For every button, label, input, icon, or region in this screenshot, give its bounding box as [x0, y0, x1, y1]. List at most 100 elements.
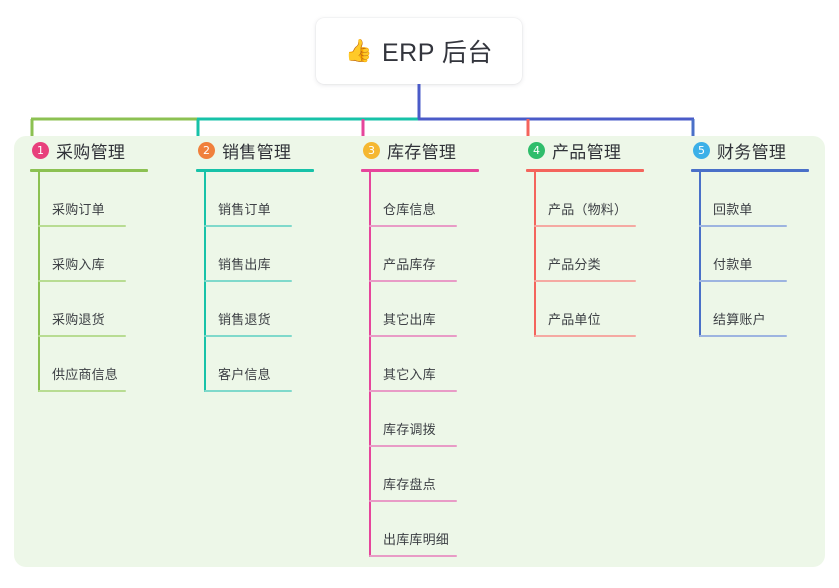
thumbs-up-icon: 👍 — [345, 38, 373, 63]
list-item-underline — [699, 225, 787, 227]
column-spine — [699, 172, 701, 337]
column-header-underline — [361, 169, 479, 172]
column-item-list: 采购订单采购入库采购退货供应商信息 — [30, 172, 148, 392]
column-header[interactable]: 5 财务管理 — [691, 136, 809, 164]
list-item[interactable]: 产品（物料） — [526, 172, 644, 227]
column-index-badge: 4 — [528, 141, 545, 159]
list-item-label: 产品分类 — [548, 257, 601, 272]
list-item-label: 采购退货 — [52, 312, 105, 327]
list-item-underline — [38, 225, 126, 227]
root-node-card[interactable]: 👍 ERP 后台 — [316, 18, 522, 84]
column-header-underline — [526, 169, 644, 172]
column-title: 销售管理 — [222, 142, 292, 162]
list-item-underline — [369, 335, 457, 337]
list-item[interactable]: 采购订单 — [30, 172, 148, 227]
list-item-label: 其它入库 — [383, 367, 436, 382]
list-item[interactable]: 付款单 — [691, 227, 809, 282]
list-item-label: 采购订单 — [52, 202, 105, 217]
list-item-label: 结算账户 — [713, 312, 766, 327]
column-header[interactable]: 2 销售管理 — [196, 136, 314, 164]
list-item-label: 销售出库 — [218, 257, 271, 272]
list-item-label: 产品单位 — [548, 312, 601, 327]
list-item-label: 销售退货 — [218, 312, 271, 327]
list-item[interactable]: 采购退货 — [30, 282, 148, 337]
list-item-label: 库存盘点 — [383, 477, 436, 492]
list-item[interactable]: 仓库信息 — [361, 172, 479, 227]
list-item[interactable]: 销售出库 — [196, 227, 314, 282]
root-title-text: ERP 后台 — [382, 39, 493, 67]
list-item-underline — [369, 390, 457, 392]
list-item-label: 仓库信息 — [383, 202, 436, 217]
list-item-label: 付款单 — [713, 257, 753, 272]
list-item-underline — [534, 335, 636, 337]
list-item-underline — [38, 335, 126, 337]
list-item-underline — [38, 280, 126, 282]
list-item-underline — [369, 280, 457, 282]
list-item-label: 供应商信息 — [52, 367, 119, 382]
list-item-underline — [534, 225, 636, 227]
column-spine — [534, 172, 536, 337]
list-item[interactable]: 结算账户 — [691, 282, 809, 337]
list-item[interactable]: 供应商信息 — [30, 337, 148, 392]
column-index-badge: 5 — [693, 141, 710, 159]
list-item-label: 销售订单 — [218, 202, 271, 217]
list-item-underline — [369, 445, 457, 447]
mindmap-panel: 1 采购管理采购订单采购入库采购退货供应商信息 2 销售管理销售订单销售出库销售退货客… — [14, 136, 825, 567]
list-item[interactable]: 其它出库 — [361, 282, 479, 337]
column-header-underline — [691, 169, 809, 172]
column-header[interactable]: 1 采购管理 — [30, 136, 148, 164]
list-item[interactable]: 产品分类 — [526, 227, 644, 282]
list-item-label: 产品库存 — [383, 257, 436, 272]
list-item-underline — [204, 390, 292, 392]
column-spine — [369, 172, 371, 557]
list-item[interactable]: 销售退货 — [196, 282, 314, 337]
column-header[interactable]: 3 库存管理 — [361, 136, 479, 164]
list-item-label: 出库库明细 — [383, 532, 450, 547]
mindmap-column: 2 销售管理销售订单销售出库销售退货客户信息 — [196, 136, 314, 392]
column-index-badge: 2 — [198, 141, 215, 159]
list-item-label: 库存调拨 — [383, 422, 436, 437]
column-title: 财务管理 — [717, 142, 787, 162]
list-item[interactable]: 采购入库 — [30, 227, 148, 282]
list-item-label: 采购入库 — [52, 257, 105, 272]
list-item-label: 回款单 — [713, 202, 753, 217]
list-item[interactable]: 产品单位 — [526, 282, 644, 337]
list-item[interactable]: 出库库明细 — [361, 502, 479, 557]
column-spine — [38, 172, 40, 392]
column-item-list: 仓库信息产品库存其它出库其它入库库存调拨库存盘点出库库明细 — [361, 172, 479, 557]
list-item[interactable]: 回款单 — [691, 172, 809, 227]
list-item[interactable]: 客户信息 — [196, 337, 314, 392]
column-title: 库存管理 — [387, 142, 457, 162]
mindmap-column: 5 财务管理回款单付款单结算账户 — [691, 136, 809, 337]
list-item-label: 产品（物料） — [548, 202, 628, 217]
list-item[interactable]: 销售订单 — [196, 172, 314, 227]
mindmap-column: 3 库存管理仓库信息产品库存其它出库其它入库库存调拨库存盘点出库库明细 — [361, 136, 479, 557]
column-spine — [204, 172, 206, 392]
list-item-underline — [204, 335, 292, 337]
list-item[interactable]: 其它入库 — [361, 337, 479, 392]
list-item-underline — [369, 500, 457, 502]
column-item-list: 产品（物料） 产品分类产品单位 — [526, 172, 644, 337]
list-item-underline — [369, 225, 457, 227]
list-item-underline — [38, 390, 126, 392]
list-item-underline — [699, 335, 787, 337]
column-index-badge: 1 — [32, 141, 49, 159]
list-item-underline — [534, 280, 636, 282]
root-node-title: 👍 ERP 后台 — [345, 33, 493, 69]
column-header-underline — [196, 169, 314, 172]
list-item-label: 其它出库 — [383, 312, 436, 327]
list-item[interactable]: 库存盘点 — [361, 447, 479, 502]
list-item[interactable]: 产品库存 — [361, 227, 479, 282]
list-item-underline — [204, 280, 292, 282]
column-index-badge: 3 — [363, 141, 380, 159]
column-title: 采购管理 — [56, 142, 126, 162]
column-item-list: 销售订单销售出库销售退货客户信息 — [196, 172, 314, 392]
list-item-underline — [369, 555, 457, 557]
list-item[interactable]: 库存调拨 — [361, 392, 479, 447]
list-item-underline — [699, 280, 787, 282]
mindmap-column: 1 采购管理采购订单采购入库采购退货供应商信息 — [30, 136, 148, 392]
list-item-label: 客户信息 — [218, 367, 271, 382]
list-item-underline — [204, 225, 292, 227]
